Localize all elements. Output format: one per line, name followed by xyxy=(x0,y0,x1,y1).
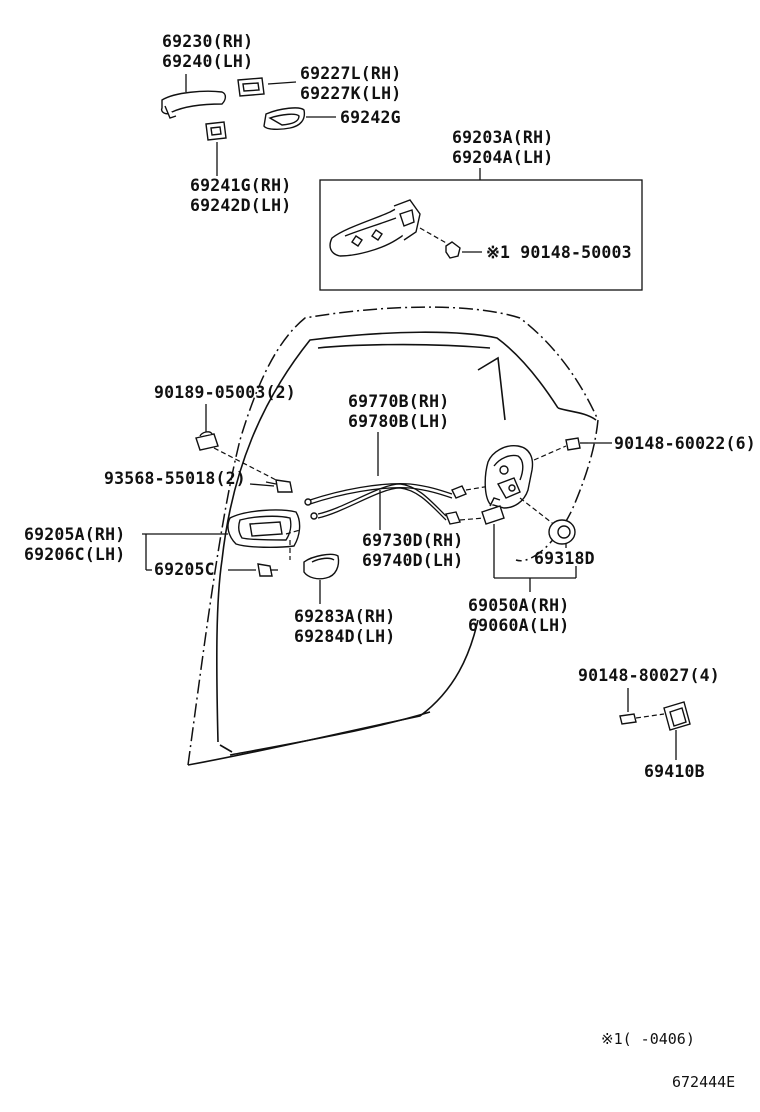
cable-upper-lh-label: 69780B(LH) xyxy=(348,412,449,431)
frame-assembly: 69203A(RH) 69204A(LH) ※1 90148-50003 xyxy=(319,128,643,291)
figure-id: 672444E xyxy=(672,1073,735,1091)
pad-front-rh-label: 69227L(RH) xyxy=(300,64,401,83)
lock-screw-label: 90148-60022(6) xyxy=(614,434,756,453)
frame-box xyxy=(319,179,643,291)
lock-assembly: 69050A(RH) 69060A(LH) xyxy=(468,445,577,635)
frame-rh-label: 69203A(RH) xyxy=(452,128,553,147)
striker: 90148-80027(4) 69410B xyxy=(578,666,720,781)
inner-screw: 93568-55018(2) xyxy=(104,469,293,493)
door-outline xyxy=(187,306,599,766)
clip: 90189-05003(2) xyxy=(154,383,296,483)
lock-assy-rh-label: 69050A(RH) xyxy=(468,596,569,615)
bezel-lh-label: 69284D(LH) xyxy=(294,627,395,646)
frame-lh-label: 69204A(LH) xyxy=(452,148,553,167)
outside-handle: 69230(RH) 69240(LH) xyxy=(160,32,253,119)
footnote: ※1( -0406) xyxy=(601,1030,695,1048)
handle-pad-lower: 69241G(RH) 69242D(LH) xyxy=(190,121,291,215)
pad-front-lh-label: 69227K(LH) xyxy=(300,84,401,103)
inside-handle-rh-label: 69205A(RH) xyxy=(24,525,125,544)
pad-lower-lh-label: 69242D(LH) xyxy=(190,196,291,215)
inside-handle: 69205A(RH) 69206C(LH) xyxy=(24,509,301,571)
cable-upper-rh-label: 69770B(RH) xyxy=(348,392,449,411)
pad-lower-rh-label: 69241G(RH) xyxy=(190,176,291,195)
lock-screw: 90148-60022(6) xyxy=(565,434,756,453)
handle-outer-lh-label: 69240(LH) xyxy=(162,52,253,71)
inside-handle-screw: 69205C xyxy=(154,560,278,579)
striker-screw-label: 90148-80027(4) xyxy=(578,666,720,685)
grommet: 69318D xyxy=(534,519,595,568)
handle-pad-rear: 69242G xyxy=(263,107,401,131)
pad-rear-label: 69242G xyxy=(340,108,401,127)
handle-outer-rh-label: 69230(RH) xyxy=(162,32,253,51)
striker-label: 69410B xyxy=(644,762,705,781)
frame-bolt-label: ※1 90148-50003 xyxy=(486,243,632,262)
cable-lower-rh-label: 69730D(RH) xyxy=(362,531,463,550)
bezel: 69283A(RH) 69284D(LH) xyxy=(294,553,395,646)
lock-assy-lh-label: 69060A(LH) xyxy=(468,616,569,635)
handle-pad-front: 69227L(RH) 69227K(LH) xyxy=(237,64,401,103)
inside-handle-screw-label: 69205C xyxy=(154,560,215,579)
cables: 69770B(RH) 69780B(LH) 69730D(RH) 69740D(… xyxy=(304,392,491,570)
inside-handle-lh-label: 69206C(LH) xyxy=(24,545,125,564)
grommet-label: 69318D xyxy=(534,549,595,568)
inner-screw-label: 93568-55018(2) xyxy=(104,469,246,488)
cable-lower-lh-label: 69740D(LH) xyxy=(362,551,463,570)
bezel-rh-label: 69283A(RH) xyxy=(294,607,395,626)
clip-label: 90189-05003(2) xyxy=(154,383,296,402)
